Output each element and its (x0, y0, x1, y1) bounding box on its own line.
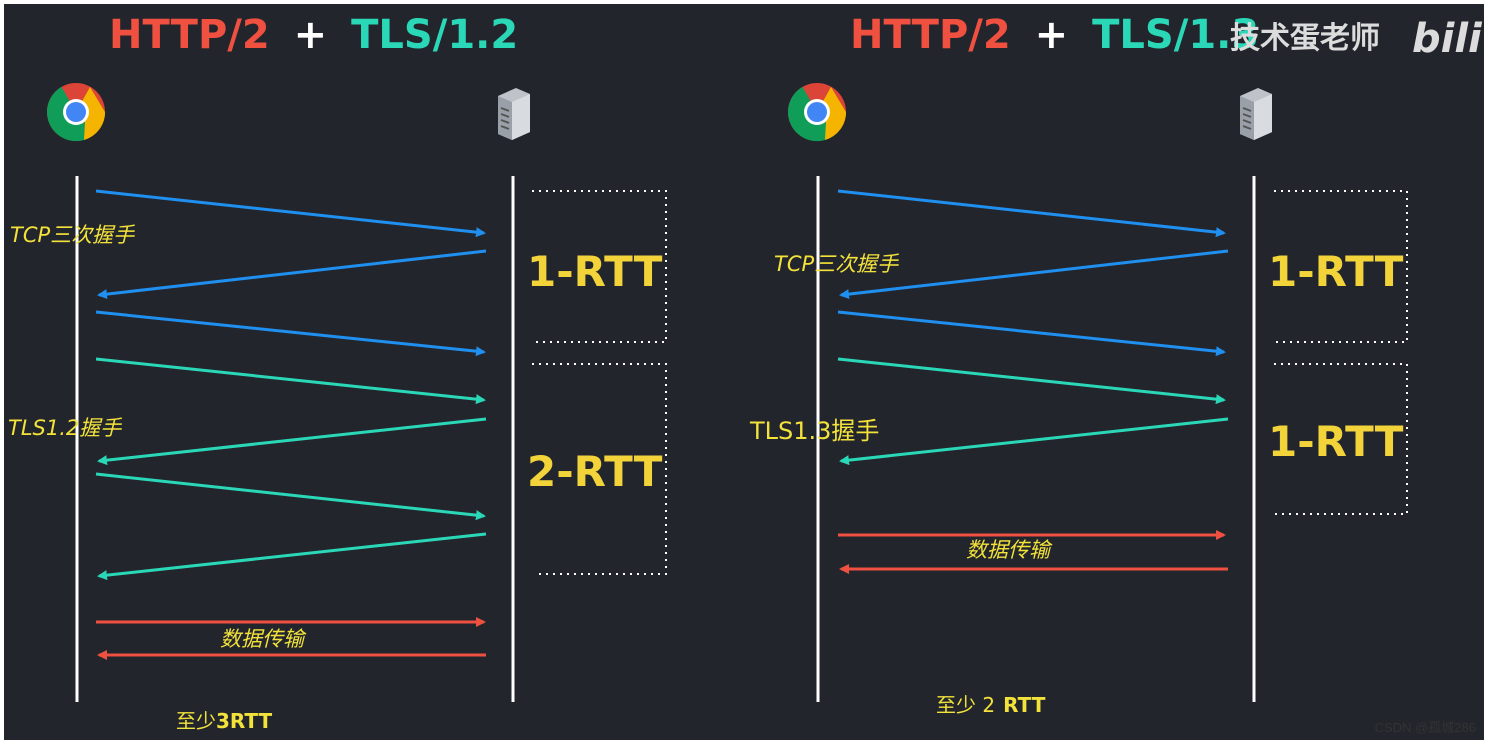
tcp-syn-arrow (837, 189, 1226, 238)
tls-server-hello-arrow (839, 417, 1229, 466)
left-title-plus: + (294, 12, 328, 58)
chrome-browser-icon (47, 83, 106, 142)
bilibili-logo: bili (1412, 16, 1483, 62)
left-panel: HTTP/2 + TLS/1.2 (8, 12, 667, 733)
left-rtt-top-label: 1-RTT (527, 247, 663, 296)
bilibili-logo-text: bili (1412, 16, 1483, 62)
right-summary: 至少 2 RTT (936, 693, 1046, 717)
server-icon (1240, 88, 1272, 140)
left-summary: 至少3RTT (176, 709, 273, 733)
diagram-canvas: HTTP/2 + TLS/1.2 (4, 4, 1484, 740)
right-summary-prefix: 至少 2 (936, 693, 995, 717)
left-rtt-top-bracket (532, 190, 667, 343)
right-data-label: 数据传输 (966, 538, 1053, 562)
left-data-label: 数据传输 (220, 627, 307, 651)
sequence-diagram: HTTP/2 + TLS/1.2 (8, 12, 1483, 733)
tcp-syn-arrow (95, 189, 486, 238)
brand-text: 技术蛋老师 (1230, 21, 1380, 56)
right-rtt-bottom-label: 1-RTT (1268, 417, 1404, 466)
tcp-ack-arrow (95, 310, 486, 357)
right-panel: HTTP/2 + TLS/1.3 技术蛋老师 bili (749, 12, 1483, 717)
left-title-tls: TLS/1.2 (351, 12, 518, 58)
csdn-watermark: CSDN @孤城286 (1374, 720, 1476, 735)
left-rtt-bottom-label: 2-RTT (527, 447, 663, 496)
left-title-http: HTTP/2 (109, 12, 270, 58)
right-rtt-top-label: 1-RTT (1268, 247, 1404, 296)
right-title-tls: TLS/1.3 (1092, 12, 1259, 58)
left-summary-prefix: 至少 (176, 709, 216, 733)
tls-client-hello-arrow (837, 357, 1226, 405)
server-icon (498, 88, 530, 140)
left-rtt-bottom-bracket (532, 363, 667, 575)
right-title: HTTP/2 + TLS/1.3 (850, 12, 1259, 58)
right-tcp-label: TCP三次握手 (774, 252, 899, 276)
right-rtt-top-bracket (1274, 190, 1408, 343)
right-tls-label: TLS1.3握手 (749, 417, 879, 445)
left-tcp-label: TCP三次握手 (10, 223, 135, 247)
right-summary-value: RTT (1003, 693, 1046, 717)
left-summary-value: 3RTT (216, 709, 273, 733)
right-title-http: HTTP/2 (850, 12, 1011, 58)
left-title: HTTP/2 + TLS/1.2 (109, 12, 518, 58)
tls-key-exchange-arrow (95, 472, 486, 521)
chrome-browser-icon (788, 83, 847, 142)
tls-client-hello-arrow (95, 357, 486, 405)
tls-server-hello-arrow (97, 417, 487, 466)
right-title-plus: + (1035, 12, 1069, 58)
tcp-syn-ack-arrow (839, 249, 1229, 300)
left-tls-label: TLS1.2握手 (8, 416, 122, 440)
tls-finished-arrow (97, 532, 487, 581)
tcp-ack-arrow (837, 310, 1226, 357)
tcp-syn-ack-arrow (97, 249, 487, 300)
